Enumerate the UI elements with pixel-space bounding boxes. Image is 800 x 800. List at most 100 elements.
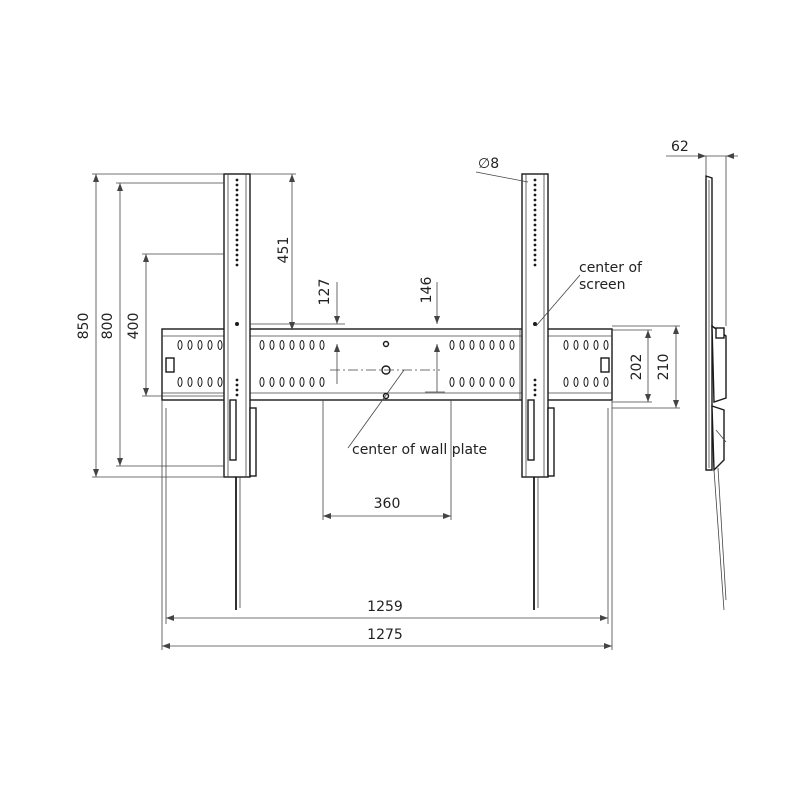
mounting-slot bbox=[197, 340, 203, 350]
dim-400 bbox=[142, 253, 224, 397]
mounting-slot bbox=[289, 340, 295, 350]
arm-hole bbox=[235, 258, 239, 262]
arm-hole bbox=[533, 203, 537, 207]
mounting-slot bbox=[207, 340, 213, 350]
mounting-slot bbox=[489, 377, 495, 387]
arm-hole bbox=[533, 188, 537, 192]
dim-800 bbox=[116, 182, 224, 467]
mounting-slot bbox=[489, 340, 495, 350]
dim-202 bbox=[612, 329, 652, 403]
mounting-slot bbox=[217, 340, 223, 350]
mounting-slot bbox=[197, 377, 203, 387]
dim-127-label: 127 bbox=[317, 279, 333, 306]
mounting-slot bbox=[499, 377, 505, 387]
mounting-slot bbox=[299, 340, 305, 350]
mounting-slot bbox=[563, 377, 569, 387]
mounting-slot bbox=[177, 377, 183, 387]
dim-451-label: 451 bbox=[276, 237, 292, 264]
dim-800-label: 800 bbox=[100, 313, 116, 340]
mounting-slot bbox=[509, 340, 515, 350]
arm-hole bbox=[235, 203, 239, 207]
arm-hole bbox=[235, 238, 239, 242]
mounting-slot bbox=[187, 340, 193, 350]
dim-1275-label: 1275 bbox=[367, 627, 403, 643]
mounting-slot bbox=[603, 377, 609, 387]
dim-400-label: 400 bbox=[126, 313, 142, 340]
mounting-slot bbox=[469, 377, 475, 387]
arm-hole bbox=[533, 223, 537, 227]
mounting-slot bbox=[269, 377, 275, 387]
mounting-slot bbox=[319, 340, 325, 350]
top-hole bbox=[382, 340, 390, 348]
plate-latch-left bbox=[165, 357, 175, 373]
mounting-slot bbox=[583, 377, 589, 387]
right-arm-holes bbox=[533, 178, 537, 397]
arm-hole bbox=[235, 253, 239, 257]
dim-1259 bbox=[165, 408, 609, 624]
arm-hole bbox=[533, 378, 537, 382]
arm-hole bbox=[235, 378, 239, 382]
arm-hole bbox=[533, 383, 537, 387]
arm-hole bbox=[533, 238, 537, 242]
mounting-slot bbox=[573, 377, 579, 387]
mounting-slot bbox=[269, 340, 275, 350]
arm-hole bbox=[235, 223, 239, 227]
mounting-slot bbox=[449, 377, 455, 387]
mounting-slot bbox=[509, 377, 515, 387]
arm-hole bbox=[235, 183, 239, 187]
center-wall-plate-leader bbox=[347, 369, 405, 449]
arm-hole bbox=[533, 178, 537, 182]
mounting-slot bbox=[459, 377, 465, 387]
mounting-slot bbox=[279, 377, 285, 387]
arm-hole bbox=[235, 228, 239, 232]
mounting-slot bbox=[259, 377, 265, 387]
center-of-screen-label-line2: screen bbox=[579, 277, 626, 293]
arm-hole bbox=[533, 233, 537, 237]
arm-hole bbox=[235, 248, 239, 252]
mounting-slot bbox=[449, 340, 455, 350]
arm-hole bbox=[533, 388, 537, 392]
arm-hole bbox=[533, 393, 537, 397]
dim-146 bbox=[425, 282, 445, 393]
dim-202-label: 202 bbox=[629, 354, 645, 381]
mounting-slot bbox=[289, 377, 295, 387]
dim-1275 bbox=[161, 400, 613, 650]
arm-hole bbox=[235, 178, 239, 182]
arm-hole bbox=[235, 393, 239, 397]
diameter-leader bbox=[475, 171, 529, 183]
mounting-slot bbox=[479, 377, 485, 387]
arm-hole bbox=[235, 263, 239, 267]
side-view bbox=[666, 153, 738, 611]
arm-hole bbox=[533, 248, 537, 252]
center-screen-leader bbox=[535, 274, 581, 327]
mounting-slot bbox=[563, 340, 569, 350]
dim-146-label: 146 bbox=[419, 277, 435, 304]
mounting-slot bbox=[603, 340, 609, 350]
arm-hole bbox=[235, 243, 239, 247]
arm-hole bbox=[235, 193, 239, 197]
mounting-slot bbox=[309, 377, 315, 387]
mounting-slot bbox=[479, 340, 485, 350]
dim-127 bbox=[250, 282, 345, 384]
dim-62 bbox=[666, 153, 738, 326]
mounting-slot bbox=[593, 340, 599, 350]
dim-360-label: 360 bbox=[374, 496, 401, 512]
arm-hole bbox=[533, 253, 537, 257]
arm-hole bbox=[235, 208, 239, 212]
mounting-slot bbox=[593, 377, 599, 387]
mounting-slot bbox=[207, 377, 213, 387]
dim-210-label: 210 bbox=[656, 354, 672, 381]
arm-hole bbox=[533, 193, 537, 197]
dim-diameter-label: ∅8 bbox=[478, 156, 499, 172]
arm-hole bbox=[533, 213, 537, 217]
arm-hole bbox=[235, 198, 239, 202]
plate-latch-right bbox=[600, 357, 610, 373]
mounting-slot bbox=[259, 340, 265, 350]
dim-360 bbox=[322, 400, 452, 520]
arm-hole bbox=[235, 213, 239, 217]
mounting-slot bbox=[217, 377, 223, 387]
arm-hole bbox=[533, 243, 537, 247]
dim-210 bbox=[612, 325, 680, 409]
mounting-slot bbox=[573, 340, 579, 350]
